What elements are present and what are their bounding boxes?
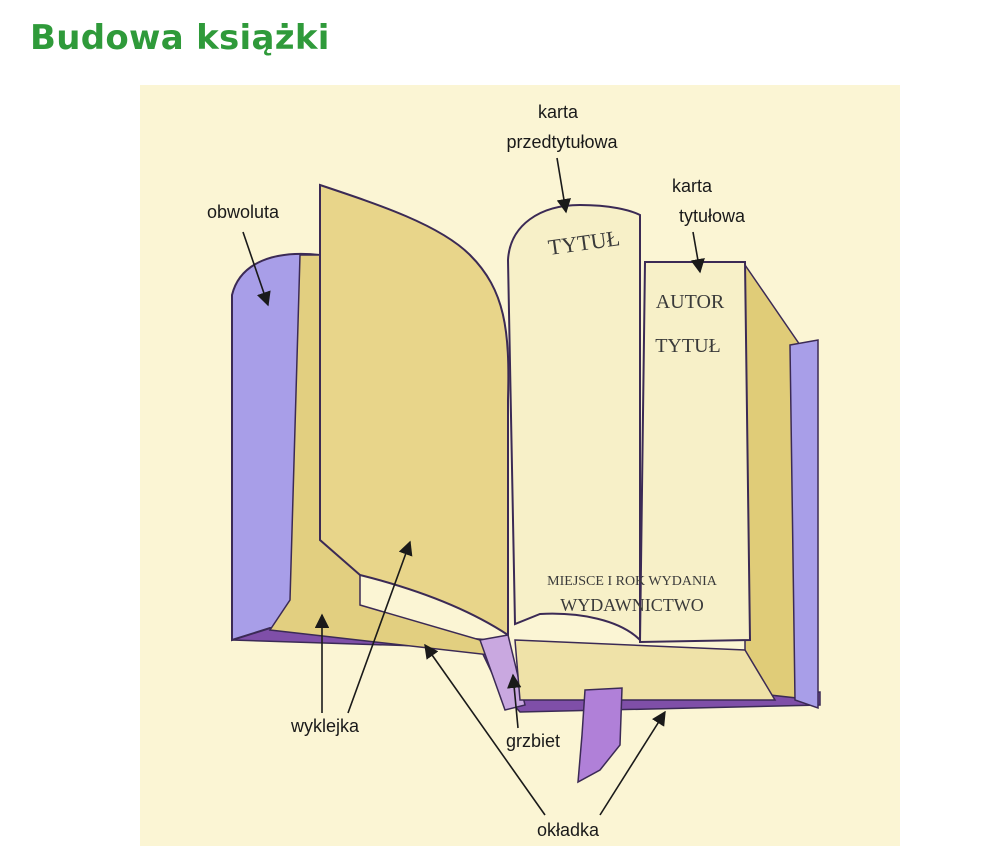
arrow-okladka-1 — [424, 643, 546, 816]
publisher-text: WYDAWNICTWO — [560, 595, 704, 615]
label-karta-tytulowa-2: tytułowa — [679, 206, 746, 226]
label-karta-przedtytulowa-2: przedtytułowa — [506, 132, 618, 152]
label-karta-przedtytulowa-1: karta — [538, 102, 579, 122]
place-year-text: MIEJSCE I ROK WYDANIA — [547, 574, 718, 589]
back-cover-right — [789, 339, 819, 710]
half-title-page — [506, 203, 641, 643]
author-text: AUTOR — [656, 291, 725, 313]
label-obwoluta: obwoluta — [207, 202, 280, 222]
arrow-wyklejka-2 — [347, 540, 413, 714]
arrow-grzbiet — [507, 673, 522, 729]
arrow-karta-tytulowa — [690, 231, 705, 274]
turned-page — [319, 183, 510, 637]
title-text: TYTUŁ — [655, 335, 721, 357]
label-okladka: okładka — [537, 820, 600, 840]
label-karta-tytulowa-1: karta — [672, 176, 713, 196]
ribbon-bookmark — [577, 687, 623, 784]
label-grzbiet: grzbiet — [506, 731, 560, 751]
arrow-obwoluta — [242, 231, 271, 307]
label-wyklejka: wyklejka — [290, 716, 360, 736]
arrow-karta-przedtytulowa — [556, 157, 571, 214]
bottom-page-stack — [514, 639, 777, 701]
title-page — [638, 261, 752, 644]
page-title: Budowa książki — [30, 18, 330, 58]
arrow-okladka-2 — [599, 710, 666, 816]
